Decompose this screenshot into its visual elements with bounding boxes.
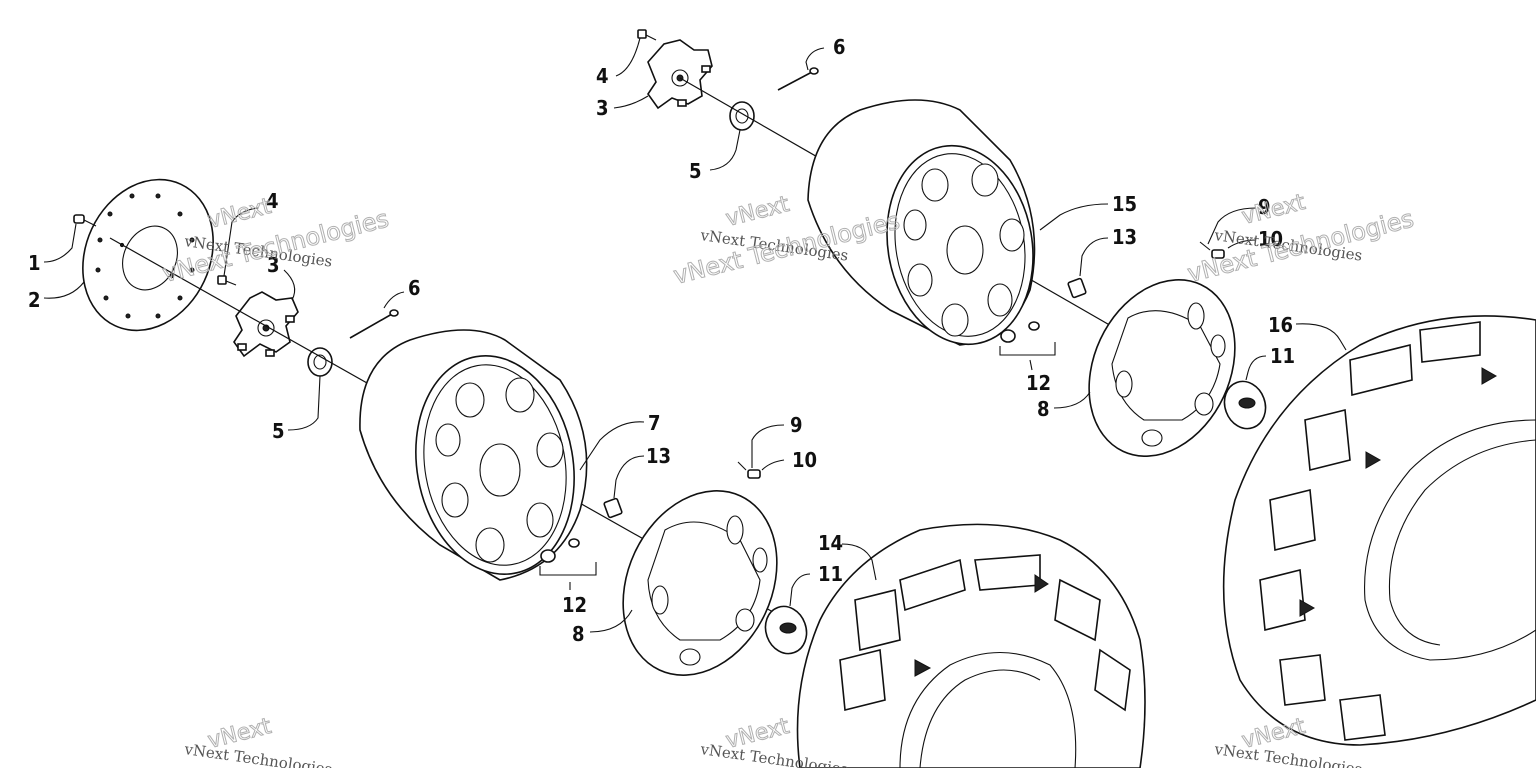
callout-10: 10	[792, 448, 817, 472]
callout-12: 12	[1026, 371, 1051, 395]
cotter-pin	[777, 67, 819, 91]
ring-bolt	[1199, 241, 1225, 259]
hub-cap	[764, 605, 808, 655]
callout-10: 10	[1258, 227, 1283, 251]
callout-9: 9	[1258, 195, 1271, 219]
watermark-text: vNext Technologies	[1185, 205, 1417, 288]
leader-lines	[43, 37, 1347, 633]
callout-2: 2	[28, 288, 41, 312]
callout-5: 5	[689, 159, 702, 183]
valve-stem	[539, 538, 597, 576]
wheel-rim	[807, 99, 1036, 346]
callout-11: 11	[818, 562, 843, 586]
callout-8: 8	[572, 622, 585, 646]
axle-nut	[729, 101, 755, 131]
brake-disc	[82, 178, 214, 332]
cotter-pin	[349, 309, 399, 339]
callout-6: 6	[833, 35, 846, 59]
callout-3: 3	[596, 96, 609, 120]
beadlock-ring	[622, 490, 778, 676]
callout-13: 13	[646, 444, 671, 468]
hub-cap	[1223, 380, 1267, 430]
callout-4: 4	[596, 64, 609, 88]
hub	[647, 39, 713, 110]
callout-11: 11	[1270, 344, 1295, 368]
watermark-text: vNext	[205, 194, 274, 234]
beadlock-ring	[1088, 279, 1236, 457]
callout-3: 3	[267, 253, 280, 277]
tire	[796, 523, 1146, 768]
hub	[233, 291, 299, 358]
callout-16: 16	[1268, 313, 1293, 337]
watermark: vNext vNext Technologies vNext Technolog…	[159, 189, 1417, 768]
callout-8: 8	[1037, 397, 1050, 421]
watermark-text: vNext Technologies	[182, 740, 333, 768]
callout-7: 7	[648, 411, 661, 435]
ring-bolt	[737, 461, 761, 479]
callout-15: 15	[1112, 192, 1137, 216]
callout-1: 1	[28, 251, 41, 275]
callout-14: 14	[818, 531, 843, 555]
callout-4: 4	[266, 189, 279, 213]
wheel-rim	[359, 329, 588, 581]
callout-6: 6	[408, 276, 421, 300]
lug-nut	[603, 497, 623, 519]
hub-stud	[217, 275, 237, 286]
callout-labels: 1 2 3 4 5 6 3 4 5 6 7 8 8 9 9 10 10 11 1…	[28, 35, 1295, 646]
callout-12: 12	[562, 593, 587, 617]
watermark-text: vNext	[723, 192, 792, 232]
callout-5: 5	[272, 419, 285, 443]
hub-stud	[637, 29, 657, 41]
axle-nut	[307, 347, 333, 377]
tire	[1222, 315, 1536, 746]
lug-nut	[1067, 277, 1087, 299]
valve-stem	[999, 321, 1056, 356]
callout-13: 13	[1112, 225, 1137, 249]
bolt	[73, 214, 97, 227]
callout-9: 9	[790, 413, 803, 437]
watermark-text: vNext	[1239, 190, 1308, 230]
